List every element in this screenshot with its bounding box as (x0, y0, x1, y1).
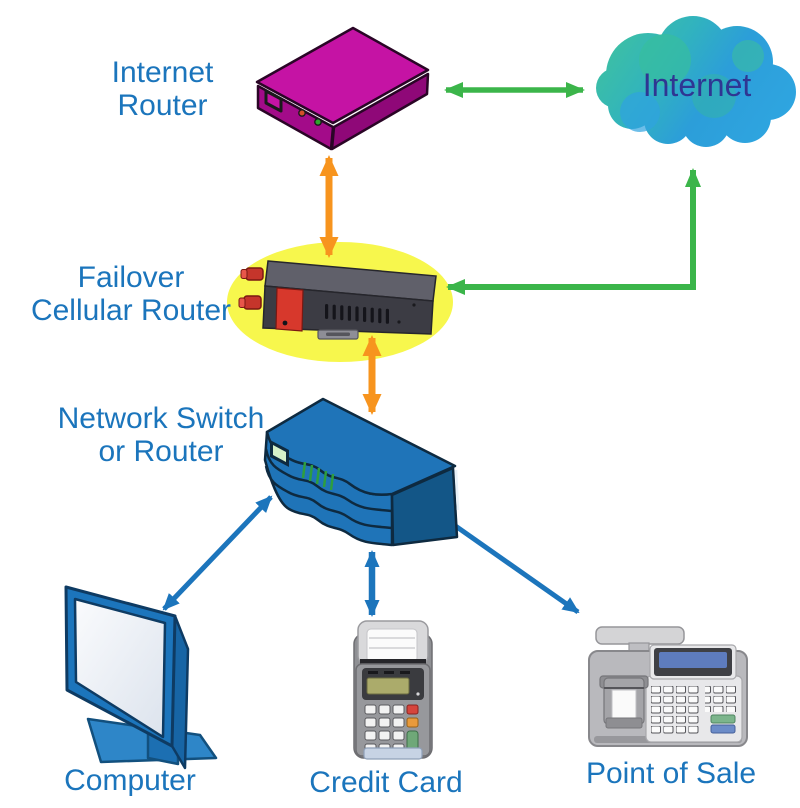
terminal-key-orange (406, 717, 419, 728)
pos-lcd (659, 652, 727, 668)
failover-cellular-router-device (238, 260, 437, 340)
arrow-switch-pos (435, 510, 580, 615)
terminal-key-red (406, 704, 419, 715)
terminal-paper (366, 628, 418, 663)
pos-printer-paper (611, 689, 637, 719)
arrow-switch-computer (162, 495, 273, 611)
point-of-sale-icon (588, 626, 748, 747)
internet-cloud (596, 16, 796, 147)
internet-router-device (255, 26, 430, 151)
failover-cellular-router-label: Failover Cellular Router (30, 261, 232, 327)
computer-label: Computer (64, 764, 196, 797)
internet-router-label: Internet Router (111, 56, 214, 122)
pos-key-green (710, 714, 736, 724)
pos-sign-board (595, 626, 685, 645)
router-led-green (314, 118, 322, 126)
router-port (264, 89, 283, 113)
computer-icon (64, 585, 218, 770)
internet-cloud-label: Internet (642, 67, 752, 103)
pos-keys-right (705, 686, 737, 712)
arrow-internet-failover (446, 168, 701, 295)
network-switch-device (263, 397, 460, 547)
router-led-red (298, 109, 306, 117)
point-of-sale-label: Point of Sale (585, 757, 757, 790)
terminal-lcd (366, 677, 410, 695)
pos-keys-left (651, 686, 699, 735)
failover-vents (325, 304, 389, 324)
pos-key-blue (710, 724, 736, 734)
network-switch-label: Network Switch or Router (57, 402, 265, 468)
failover-red-panel (275, 287, 304, 332)
credit-card-label: Credit Card (309, 766, 463, 799)
credit-card-terminal-icon (353, 620, 433, 760)
switch-signal-ticks (301, 461, 335, 491)
terminal-card-slot (363, 747, 423, 760)
computer-screen (73, 597, 167, 739)
